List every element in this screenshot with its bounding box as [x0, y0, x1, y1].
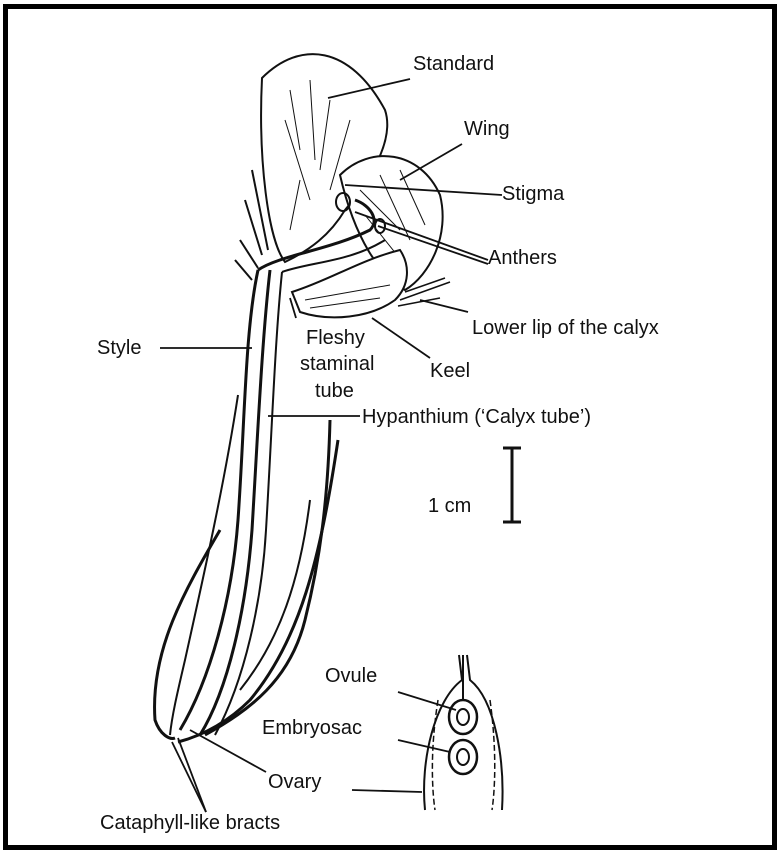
scale-bar [503, 448, 521, 522]
label-fleshy-1: Fleshy [306, 327, 365, 349]
ovule-upper [449, 700, 477, 734]
ovary-inset [424, 655, 502, 810]
label-embryosac: Embryosac [262, 717, 362, 739]
label-anthers: Anthers [488, 247, 557, 269]
label-ovary: Ovary [268, 771, 321, 793]
label-standard: Standard [413, 53, 494, 75]
label-fleshy-3: tube [315, 380, 354, 402]
label-ovule: Ovule [325, 665, 377, 687]
label-fleshy-2: staminal [300, 353, 374, 375]
label-bracts: Cataphyll-like bracts [100, 812, 280, 834]
label-keel: Keel [430, 360, 470, 382]
label-style: Style [97, 337, 141, 359]
hypanthium-outline [170, 395, 238, 735]
label-stigma: Stigma [502, 183, 565, 205]
label-wing: Wing [464, 118, 510, 140]
keel-petal [292, 250, 407, 317]
ovule-lower [449, 740, 477, 774]
bract-left [155, 530, 220, 738]
label-hypanthium: Hypanthium (‘Calyx tube’) [362, 406, 591, 428]
label-lower-lip: Lower lip of the calyx [472, 317, 659, 339]
label-scale: 1 cm [428, 495, 471, 517]
